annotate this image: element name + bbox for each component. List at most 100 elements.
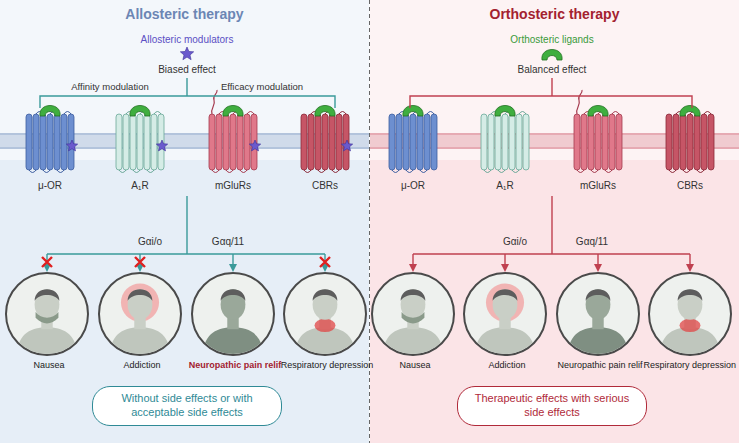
helix-loop (420, 170, 427, 173)
branch-line (413, 196, 690, 254)
g-protein: Gαi/o (503, 236, 527, 248)
hair (35, 289, 60, 300)
helix (616, 114, 622, 170)
effect-circle: Neuropathic pain relif (191, 272, 275, 356)
helix (495, 114, 501, 170)
helix (403, 114, 409, 170)
helix-loop (577, 170, 584, 173)
helix (488, 114, 494, 170)
effect-label: Addiction (123, 360, 160, 370)
helix-loop (154, 112, 161, 115)
person-figure (558, 274, 638, 354)
helix (209, 114, 215, 170)
branch-arrow (689, 254, 690, 270)
head (221, 289, 246, 319)
modulator-star (249, 140, 260, 151)
helix (26, 114, 32, 170)
helix-loop (392, 170, 399, 173)
orthosteric-ligand (542, 50, 562, 61)
effect-heading: Biased effect (158, 64, 216, 76)
helix (123, 114, 129, 170)
helix (602, 114, 608, 170)
hair (221, 289, 246, 300)
effect-label: Neuropathic pain relif (557, 360, 642, 370)
helix-loop (612, 112, 619, 115)
helix (54, 114, 60, 170)
helix-loop (226, 170, 233, 173)
helix-loop (247, 112, 254, 115)
helix (680, 114, 686, 170)
modulator-star (156, 140, 167, 151)
head (678, 289, 703, 319)
helix (61, 114, 67, 170)
effect-heading: Balanced effect (518, 64, 587, 76)
orthosteric-ligand (223, 106, 243, 117)
helix (216, 114, 222, 170)
receptor-name: CBRs (677, 180, 703, 192)
outcome-text: Without side effects or with acceptable … (103, 392, 271, 420)
effect-circle: Neuropathic pain relif (556, 272, 640, 356)
modulator-star (341, 140, 352, 151)
helix (116, 114, 122, 170)
receptor-name: CBRs (312, 180, 338, 192)
helix-loop (318, 170, 325, 173)
orthosteric-ligand (130, 106, 150, 117)
bracket (410, 78, 692, 108)
helix (708, 114, 714, 170)
receptor-name: μ-OR (38, 180, 62, 192)
shoulders (110, 327, 171, 354)
shoulders (203, 327, 264, 354)
helix-loop (484, 170, 491, 173)
modulator-star (180, 47, 193, 60)
block-cross (135, 257, 145, 267)
helix (336, 114, 342, 170)
outcome-text: Therapeutic effects with serious side ef… (468, 392, 636, 420)
branch-arrow (504, 254, 505, 270)
hair (493, 289, 518, 300)
left-ground (0, 0, 369, 443)
helix (431, 114, 437, 170)
receptor-name: mGluRs (215, 180, 251, 192)
helix (301, 114, 307, 170)
n-terminal (577, 90, 583, 114)
helix (694, 114, 700, 170)
hand (36, 312, 59, 323)
helix (609, 114, 615, 170)
pain-glow (121, 284, 159, 322)
helix-loop (512, 170, 519, 173)
helix-loop (64, 112, 71, 115)
effect-circle: Nausea (5, 272, 89, 356)
helix-loop (332, 170, 339, 173)
right-ground (370, 0, 739, 443)
helix (673, 114, 679, 170)
helix (144, 114, 150, 170)
helix (130, 114, 136, 170)
helix-loop (339, 112, 346, 115)
helix (329, 114, 335, 170)
helix (595, 114, 601, 170)
outcome-pill: Therapeutic effects with serious side ef… (457, 386, 647, 426)
branch-arrow (597, 254, 598, 270)
helix-loop (427, 112, 434, 115)
head (586, 289, 611, 319)
helix (137, 114, 143, 170)
effect-label: Nausea (399, 360, 430, 370)
panel-title: Orthosteric therapy (370, 6, 739, 22)
head (313, 289, 338, 319)
helix (33, 114, 39, 170)
helix-loop (119, 170, 126, 173)
helix-loop (133, 170, 140, 173)
helix (687, 114, 693, 170)
helix-loop (43, 170, 50, 173)
helix (237, 114, 243, 170)
person-figure (193, 274, 273, 354)
hair (678, 289, 703, 300)
helix (509, 114, 515, 170)
helix (516, 114, 522, 170)
helix-loop (697, 170, 704, 173)
branch-arrow (412, 254, 413, 270)
shoulders (383, 327, 444, 354)
n-terminal (212, 90, 218, 114)
orthosteric-ligand (588, 106, 608, 117)
